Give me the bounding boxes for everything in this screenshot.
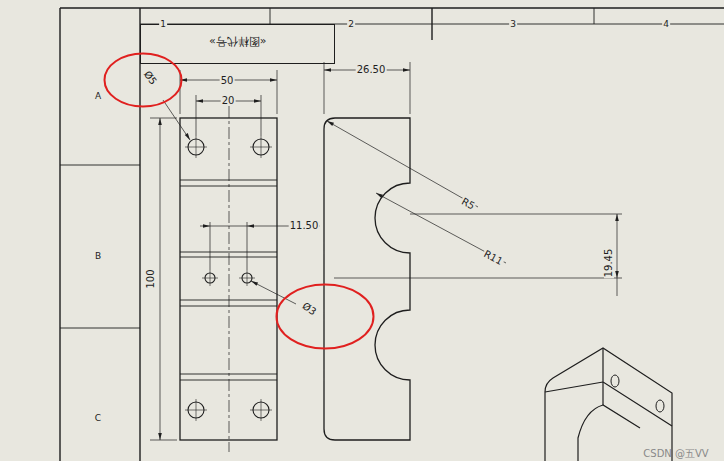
part-edge xyxy=(180,180,277,181)
hole-centerline xyxy=(196,399,197,421)
dimension-text: 19.45 xyxy=(604,248,614,279)
circle-outline xyxy=(103,52,183,108)
dimension-line xyxy=(617,214,618,296)
leader-line xyxy=(327,121,478,207)
dimension-text: Ø5 xyxy=(142,69,158,86)
isometric-view xyxy=(545,382,603,392)
extension-line xyxy=(150,118,177,119)
red-highlight-ellipse xyxy=(277,285,374,349)
part-edge xyxy=(180,252,277,253)
hole-centerline xyxy=(247,270,248,286)
isometric-view xyxy=(545,348,672,461)
arrowhead xyxy=(327,121,334,126)
dimension-text: 11.50 xyxy=(289,221,320,231)
part-edge xyxy=(180,300,277,301)
zone-tick xyxy=(60,328,140,329)
zone-letter: A xyxy=(94,92,102,101)
front-view-outline xyxy=(180,118,277,440)
isometric-view xyxy=(602,382,603,405)
arrowhead xyxy=(158,118,162,125)
arrowhead xyxy=(185,133,190,140)
zone-number: 1 xyxy=(159,20,167,29)
zone-letter: C xyxy=(94,414,102,423)
frame-line xyxy=(60,7,724,8)
frame-line xyxy=(59,8,60,461)
highlight-circle: Ø3 xyxy=(275,283,375,350)
zone-number: 3 xyxy=(509,20,517,29)
part-edge xyxy=(180,306,277,307)
dimension-text: R5 xyxy=(459,196,477,212)
part-edge xyxy=(180,186,277,187)
arrowhead xyxy=(158,433,162,440)
extension-line xyxy=(150,440,177,441)
isometric-view xyxy=(603,348,672,426)
hole-centerline xyxy=(261,399,262,421)
title-text: «图样代号» xyxy=(209,36,266,47)
extension-line xyxy=(334,278,622,279)
arrowhead xyxy=(247,224,254,228)
dimension-text: Ø3 xyxy=(300,300,317,316)
extension-line xyxy=(247,222,248,270)
dimension-text: 26.50 xyxy=(356,65,387,75)
highlight-circle: Ø5 xyxy=(103,52,183,108)
extension-line xyxy=(210,222,211,270)
zone-letter: B xyxy=(94,252,102,261)
zone-tick xyxy=(270,8,271,24)
part-edge xyxy=(180,380,277,381)
arrowhead xyxy=(203,224,210,228)
arrowhead xyxy=(615,214,619,221)
extension-line xyxy=(277,70,278,114)
leader-line xyxy=(251,281,296,304)
arrowhead xyxy=(615,271,619,278)
zone-tick xyxy=(60,165,140,166)
arrowhead xyxy=(403,68,410,72)
hole-centerline xyxy=(210,270,211,286)
arrowhead xyxy=(324,68,331,72)
center-line xyxy=(229,106,230,452)
dimension-text: R11 xyxy=(481,248,505,267)
dimension-line xyxy=(160,118,161,440)
zone-number: 2 xyxy=(347,20,355,29)
isometric-view xyxy=(578,405,640,461)
isometric-hole xyxy=(611,375,619,387)
leader-line xyxy=(163,100,190,140)
hole-centerline xyxy=(196,136,197,158)
extension-line xyxy=(410,214,622,215)
frame-line xyxy=(139,8,140,461)
title-block-box: «图样代号» xyxy=(140,24,335,64)
dimension-text: 100 xyxy=(146,268,156,289)
isometric-hole xyxy=(656,400,664,412)
dimension-text: 50 xyxy=(220,76,235,86)
side-view-outline xyxy=(324,118,410,440)
zone-tick xyxy=(594,8,595,24)
zone-tick xyxy=(431,8,432,40)
part-edge xyxy=(180,257,277,258)
arrowhead xyxy=(196,99,203,103)
arrowhead xyxy=(270,78,277,82)
circle-outline xyxy=(275,283,375,350)
watermark: CSDN @五VV xyxy=(642,449,709,459)
arrowhead xyxy=(376,193,383,198)
red-highlight-ellipse xyxy=(105,54,182,107)
arrowhead xyxy=(254,99,261,103)
dimension-text: 20 xyxy=(221,96,236,106)
part-edge xyxy=(180,374,277,375)
zone-number: 4 xyxy=(662,20,670,29)
hole-centerline xyxy=(261,136,262,158)
arrowhead xyxy=(251,281,258,286)
